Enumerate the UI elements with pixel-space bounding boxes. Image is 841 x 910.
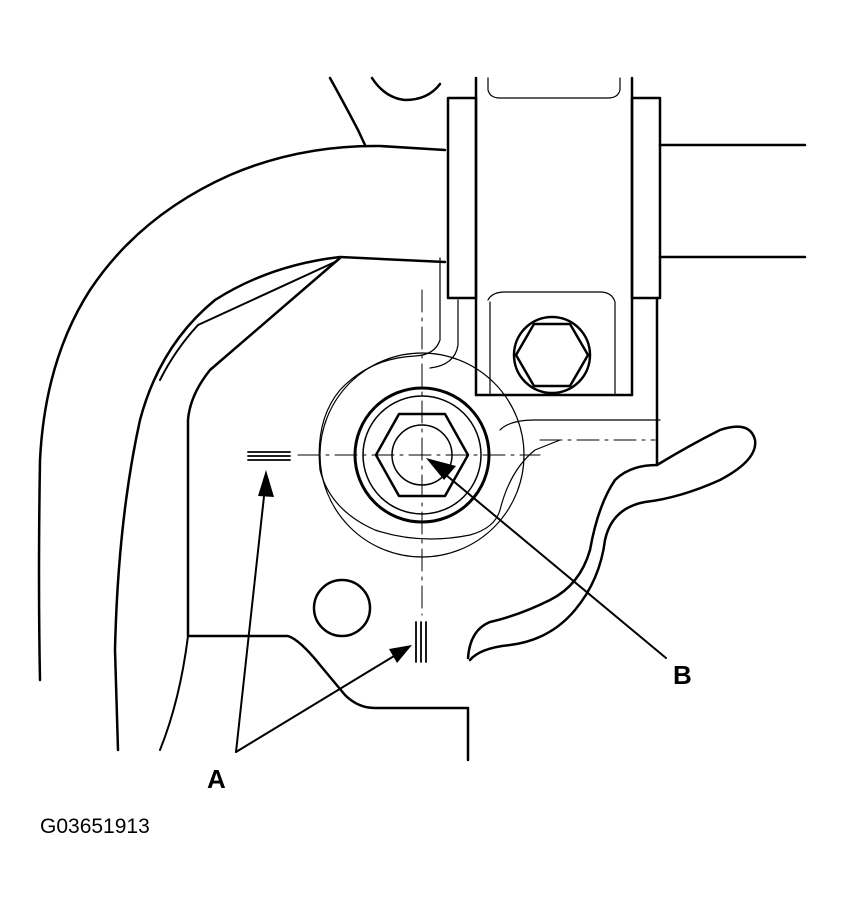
bushing-clamp	[446, 76, 662, 467]
locating-hole	[312, 578, 372, 638]
arrowheads	[258, 458, 456, 663]
stabilizer-bar-curve	[37, 144, 447, 752]
bracket-plate	[159, 256, 501, 762]
hook-tab	[466, 419, 757, 662]
alignment-marks	[247, 451, 427, 663]
arrowhead-b	[426, 458, 456, 480]
callout-leaders	[235, 464, 667, 753]
figure-id: G03651913	[40, 815, 150, 838]
center-lines	[297, 289, 656, 616]
horizontal-bar	[658, 143, 807, 259]
arrowhead-a-right	[389, 645, 412, 663]
clamp-bolt	[512, 315, 592, 395]
callout-b-label: B	[673, 660, 692, 690]
arrowhead-a-left	[258, 470, 274, 497]
callout-a-label: A	[207, 764, 226, 794]
upper-bracket-lobe	[328, 76, 442, 147]
